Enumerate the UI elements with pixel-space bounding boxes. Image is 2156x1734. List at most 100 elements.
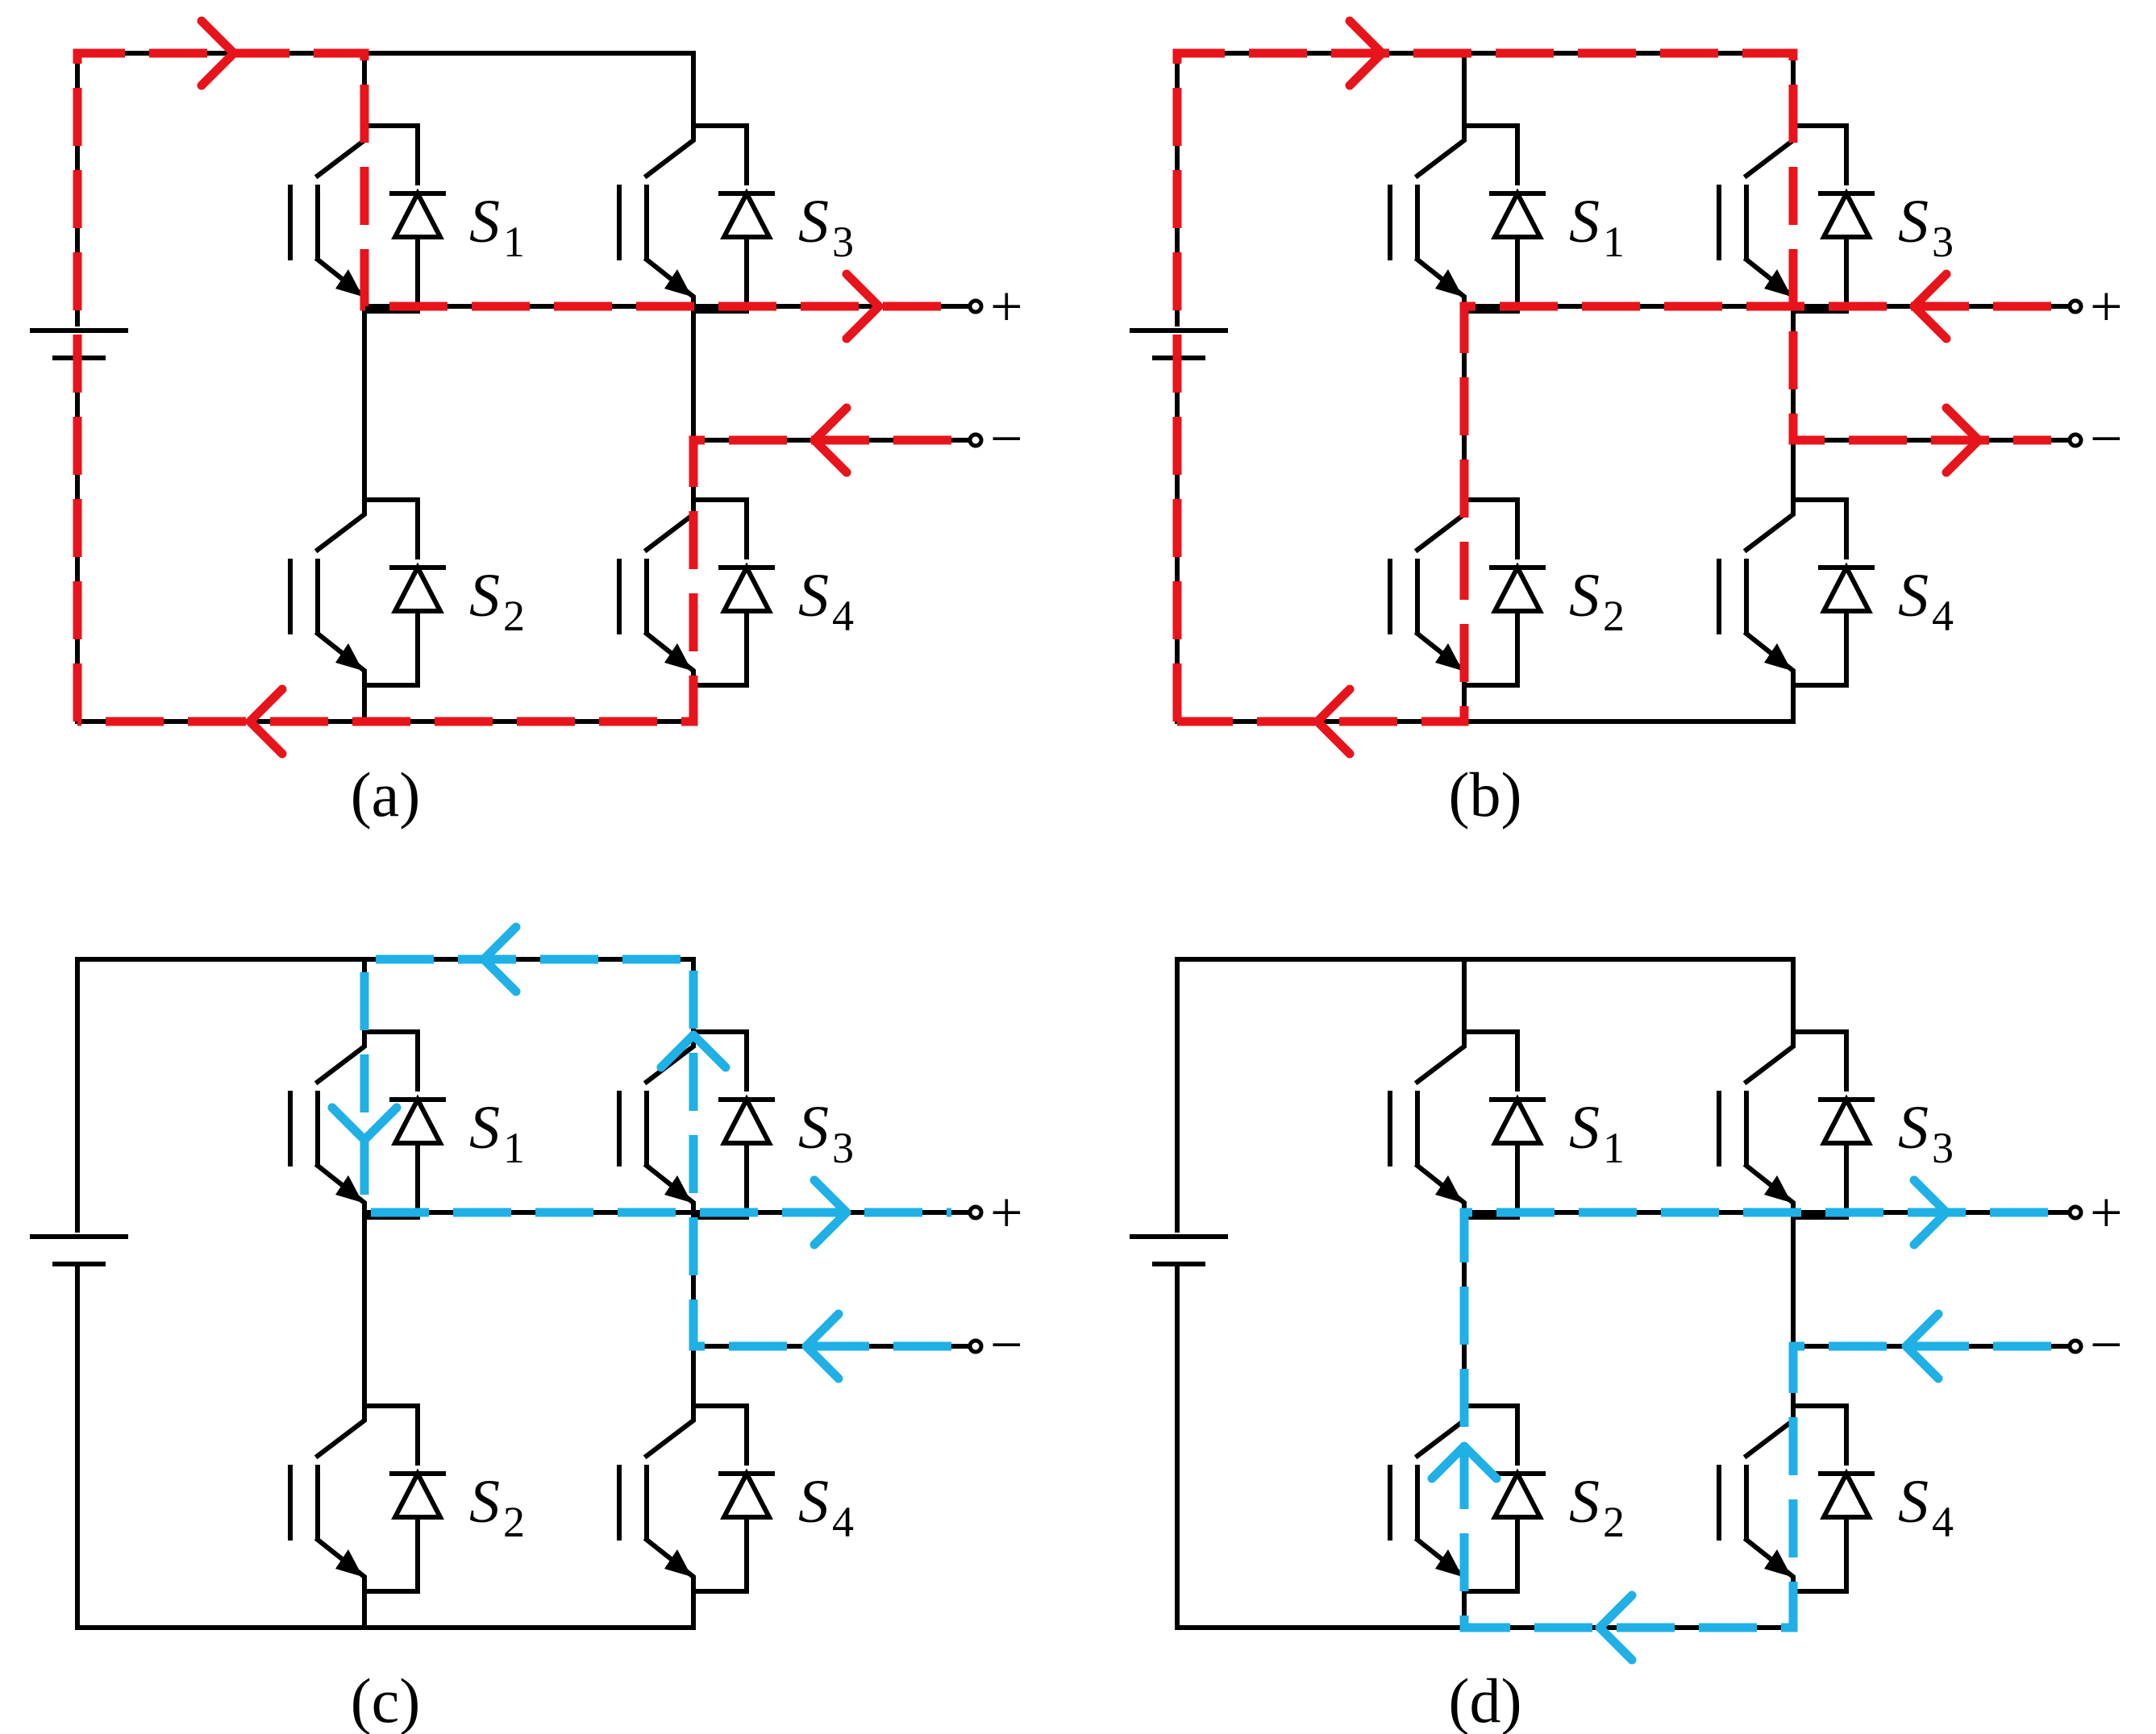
flow-arrow-icon xyxy=(1595,1591,1637,1665)
igbt-switch-1: S1 xyxy=(288,1002,525,1241)
collector-line xyxy=(1742,1029,1796,1086)
flow-arrow-icon xyxy=(1942,403,1983,477)
emitter-line xyxy=(643,1162,696,1220)
current-path-out xyxy=(1172,48,2051,721)
diode-icon xyxy=(720,1468,773,1520)
diode-upper-lead xyxy=(1462,96,1520,185)
terminal-minus-label: − xyxy=(2090,406,2123,471)
diode-lower-lead xyxy=(691,1159,749,1241)
diode-upper-lead xyxy=(362,1002,420,1092)
igbt-switch-4: S4 xyxy=(1717,1376,1954,1615)
emitter-arrow-icon xyxy=(1764,1549,1792,1577)
diode-icon xyxy=(391,562,444,613)
emitter-arrow-icon xyxy=(1764,1175,1792,1203)
collector-line xyxy=(1742,497,1796,554)
diode-upper-lead xyxy=(1791,1376,1849,1466)
terminal-plus-label: + xyxy=(990,274,1023,339)
current-path-return xyxy=(1177,301,2051,726)
terminal-minus-label: − xyxy=(990,406,1023,471)
diode-lower-lead xyxy=(691,253,749,335)
terminal-minus-dot xyxy=(2067,1338,2083,1354)
emitter-arrow-icon xyxy=(664,1175,692,1203)
collector-line xyxy=(643,497,696,554)
terminal-minus-dot xyxy=(2067,432,2083,448)
igbt-switch-1: S1 xyxy=(1388,96,1625,335)
current-path-freewheel xyxy=(1459,1208,2051,1632)
switch-label: S3 xyxy=(798,1094,854,1172)
diode-lower-lead xyxy=(1462,1159,1520,1241)
diode-icon xyxy=(1820,1468,1873,1520)
terminal-minus-dot xyxy=(968,1338,984,1354)
flow-arrow-icon xyxy=(197,16,239,90)
terminal-plus-label: + xyxy=(2090,274,2123,339)
diode-upper-lead xyxy=(362,1376,420,1466)
emitter-arrow-icon xyxy=(335,1175,363,1203)
emitter-arrow-icon xyxy=(1435,1549,1463,1577)
switch-label: S2 xyxy=(1569,562,1625,640)
igbt-switch-4: S4 xyxy=(1717,470,1954,709)
diode-lower-lead xyxy=(362,1533,420,1615)
terminal-minus-label: − xyxy=(990,1312,1023,1377)
switch-label: S2 xyxy=(1569,1468,1625,1546)
collector-line xyxy=(643,1403,696,1460)
collector-line xyxy=(314,1403,367,1460)
diode-lower-lead xyxy=(362,1159,420,1241)
diode-icon xyxy=(1491,1094,1544,1146)
flow-arrow-icon xyxy=(1345,16,1387,90)
collector-line xyxy=(1413,497,1467,554)
switch-label: S3 xyxy=(1898,188,1954,266)
flow-arrow-icon xyxy=(479,922,521,996)
terminal-plus-dot xyxy=(2067,1204,2083,1220)
switch-label: S4 xyxy=(1898,1468,1954,1546)
diode-icon xyxy=(391,188,444,239)
collector-line xyxy=(314,123,367,180)
diode-upper-lead xyxy=(691,96,749,185)
igbt-switch-2: S2 xyxy=(1388,1376,1625,1615)
collector-line xyxy=(1742,123,1796,180)
emitter-arrow-icon xyxy=(664,269,692,297)
diode-upper-lead xyxy=(362,470,420,559)
diode-upper-lead xyxy=(691,470,749,559)
flow-arrow-icon xyxy=(1427,1441,1501,1483)
igbt-switch-2: S2 xyxy=(288,1376,525,1615)
emitter-line xyxy=(314,1162,367,1220)
switch-label: S2 xyxy=(469,562,525,640)
diode-upper-lead xyxy=(1791,470,1849,559)
diode-lower-lead xyxy=(1791,253,1849,335)
diode-lower-lead xyxy=(1462,627,1520,709)
emitter-line xyxy=(314,630,367,688)
switch-label: S4 xyxy=(1898,562,1954,640)
diode-upper-lead xyxy=(691,1376,749,1466)
switch-label: S2 xyxy=(469,1468,525,1546)
emitter-arrow-icon xyxy=(1435,643,1463,671)
diode-icon xyxy=(720,562,773,613)
diode-lower-lead xyxy=(1791,627,1849,709)
flow-arrow-icon xyxy=(1909,1175,1951,1250)
flow-arrow-icon xyxy=(842,269,884,343)
switch-label: S3 xyxy=(1898,1094,1954,1172)
current-path-out xyxy=(73,48,951,721)
collector-line xyxy=(1413,123,1467,180)
igbt-switch-4: S4 xyxy=(617,1376,854,1615)
emitter-arrow-icon xyxy=(1764,269,1792,297)
diode-lower-lead xyxy=(691,627,749,709)
emitter-arrow-icon xyxy=(335,269,363,297)
diode-lower-lead xyxy=(362,627,420,709)
flow-arrow-icon xyxy=(1313,684,1355,759)
panel-caption: (b) xyxy=(1449,759,1522,830)
flow-arrow-icon xyxy=(245,684,287,759)
emitter-line xyxy=(314,1536,367,1594)
terminal-plus-dot xyxy=(968,1204,984,1220)
diode-upper-lead xyxy=(362,96,420,185)
diode-icon xyxy=(1820,562,1873,613)
panel-caption: (c) xyxy=(351,1665,421,1734)
switch-label: S4 xyxy=(798,1468,854,1546)
switch-label: S1 xyxy=(1569,1094,1625,1172)
emitter-arrow-icon xyxy=(1435,269,1463,297)
collector-line xyxy=(314,1029,367,1086)
diode-lower-lead xyxy=(691,1533,749,1615)
terminal-plus-dot xyxy=(968,298,984,314)
terminal-minus-dot xyxy=(968,432,984,448)
diode-lower-lead xyxy=(1791,1533,1849,1615)
